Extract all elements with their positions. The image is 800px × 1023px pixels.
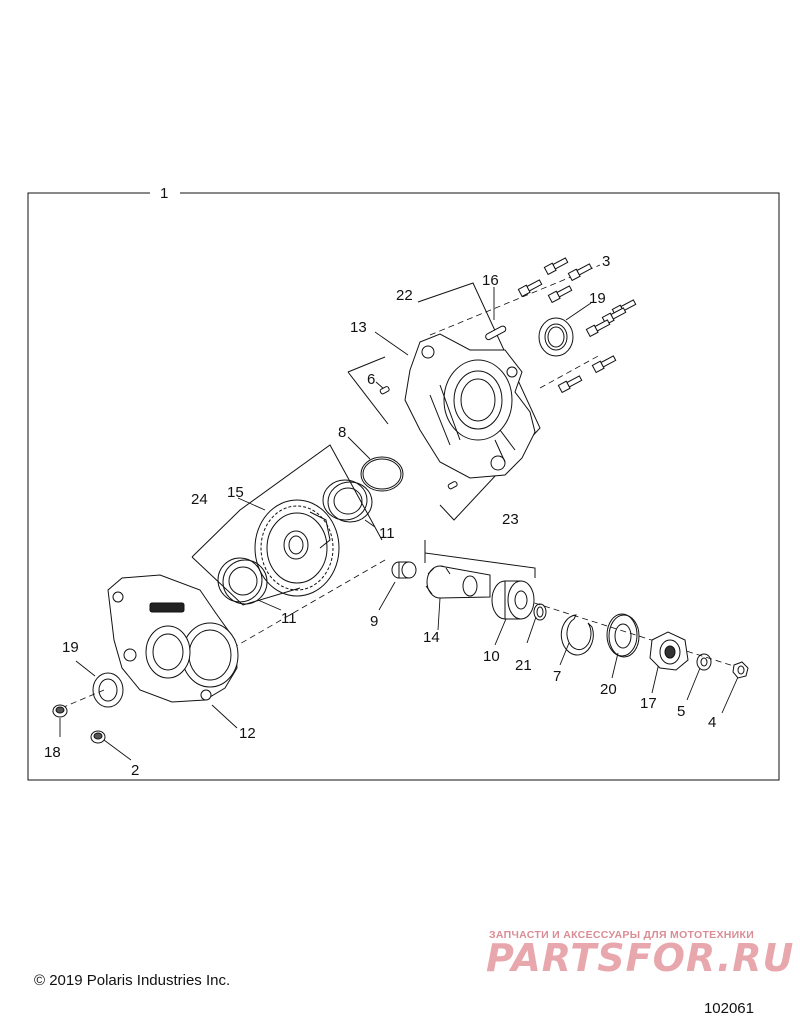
plug-18 [52,704,68,718]
label-13: 13 [350,319,367,336]
seal-19-top [538,317,574,357]
bushing-9 [391,561,417,579]
bracket-22 [417,282,541,521]
label-11-lower: 11 [281,610,297,627]
plug-2 [90,730,106,744]
callout-labels: 1 3 16 22 19 13 6 8 15 24 23 11 11 9 14 … [44,185,716,779]
ring-gear-15 [254,499,340,597]
diagram-code: 102061 [703,1000,754,1017]
label-20: 20 [600,681,617,698]
dowel-pin-16 [485,325,507,341]
label-11-upper: 11 [379,525,395,542]
washer-21 [533,603,547,621]
label-4: 4 [708,714,716,731]
copyright-text: © 2019 Polaris Industries Inc. [34,972,231,989]
label-16: 16 [482,272,499,289]
label-6: 6 [367,371,375,388]
o-ring-8 [360,456,404,492]
label-12: 12 [239,725,256,742]
label-22: 22 [396,287,413,304]
nut-4 [732,661,749,679]
bearing-10 [491,580,535,620]
pin-6 [379,386,458,490]
label-7: 7 [553,668,561,685]
label-17: 17 [640,695,657,712]
seal-20 [606,613,640,658]
label-24: 24 [191,491,208,508]
leader-lines [59,265,739,761]
label-21: 21 [515,657,532,674]
label-2: 2 [131,762,139,779]
label-19-bottom: 19 [62,639,79,656]
housing-12 [107,574,239,703]
label-19-top: 19 [589,290,606,307]
label-8: 8 [338,424,346,441]
pinion-14 [425,565,491,599]
flange-17 [649,631,689,671]
bolt-set [517,257,637,394]
label-18: 18 [44,744,61,761]
watermark-tagline: ЗАПЧАСТИ И АКСЕССУАРЫ ДЛЯ МОТОТЕХНИКИ [489,929,755,941]
label-5: 5 [677,703,685,720]
washer-5 [696,653,712,671]
bracket-24 [191,444,383,558]
housing-13 [404,333,536,479]
label-23: 23 [502,511,519,528]
label-3: 3 [602,253,610,270]
label-1: 1 [160,185,168,202]
seal-19-bottom [92,672,124,708]
assembly-frame [27,192,780,781]
label-15: 15 [227,484,244,501]
watermark-logo: PARTSFOR.RU [486,936,795,980]
bracket-23 [424,540,536,578]
label-14: 14 [423,629,440,646]
bearing-11-upper [322,479,373,523]
snap-ring-7 [560,614,594,656]
label-9: 9 [370,613,378,630]
label-10: 10 [483,648,500,665]
bearing-11-lower [217,557,268,605]
